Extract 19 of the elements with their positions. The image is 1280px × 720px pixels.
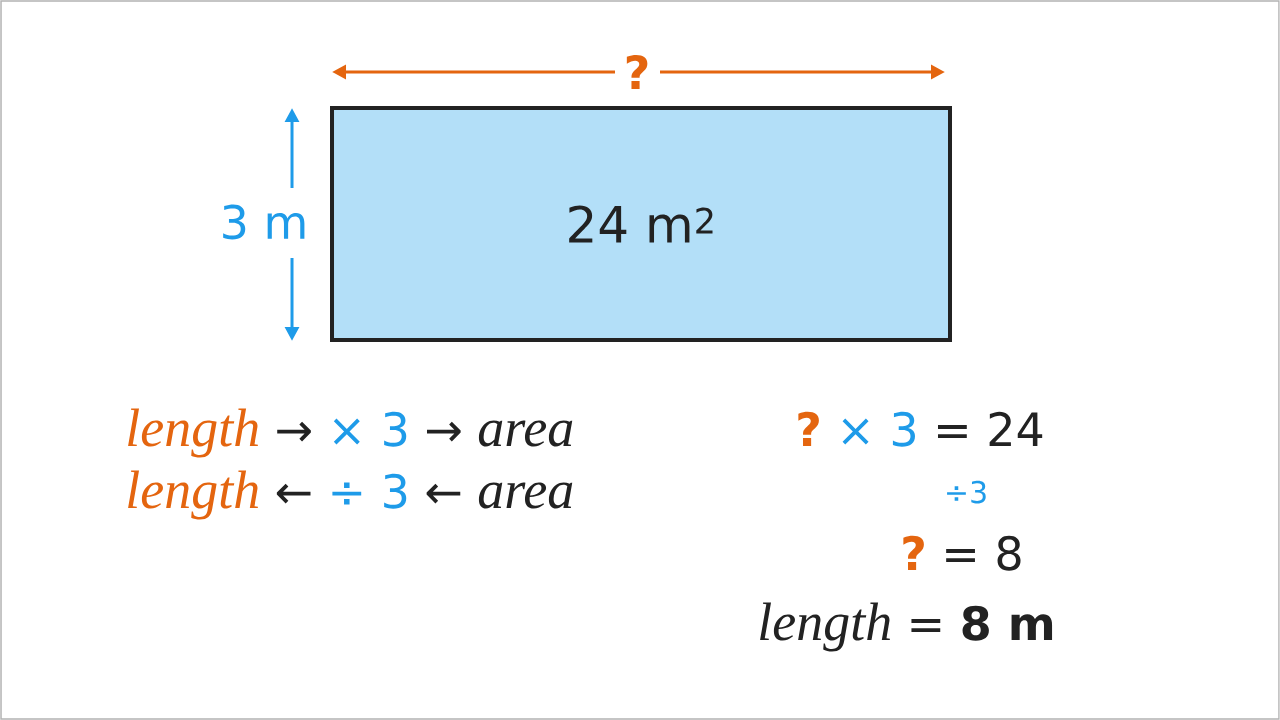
equation-text: ? — [903, 535, 924, 570]
equation-text: × 3 — [842, 411, 915, 447]
equation-text: ← — [426, 483, 461, 504]
rectangle: 24 m$^{2}$ — [330, 106, 952, 342]
equation-text: length — [128, 408, 258, 458]
equation-text: = 24 — [938, 411, 1043, 446]
equation-text: length — [128, 470, 258, 520]
equation-text: length — [760, 602, 890, 652]
equation-text: = 8 — [946, 535, 1021, 571]
equation-text: ÷ 3 — [332, 473, 407, 509]
equation-text: × 3 — [333, 411, 407, 447]
equation-text: area — [478, 482, 573, 509]
equation-text: ? — [798, 411, 819, 446]
equation-text: → — [277, 421, 311, 442]
equation-text: ← — [276, 483, 311, 504]
equation-text: → — [427, 421, 461, 442]
equation-text: area — [478, 420, 573, 447]
equation-text: = 8 m — [911, 605, 1053, 641]
equation-text: ÷3 — [947, 480, 986, 504]
